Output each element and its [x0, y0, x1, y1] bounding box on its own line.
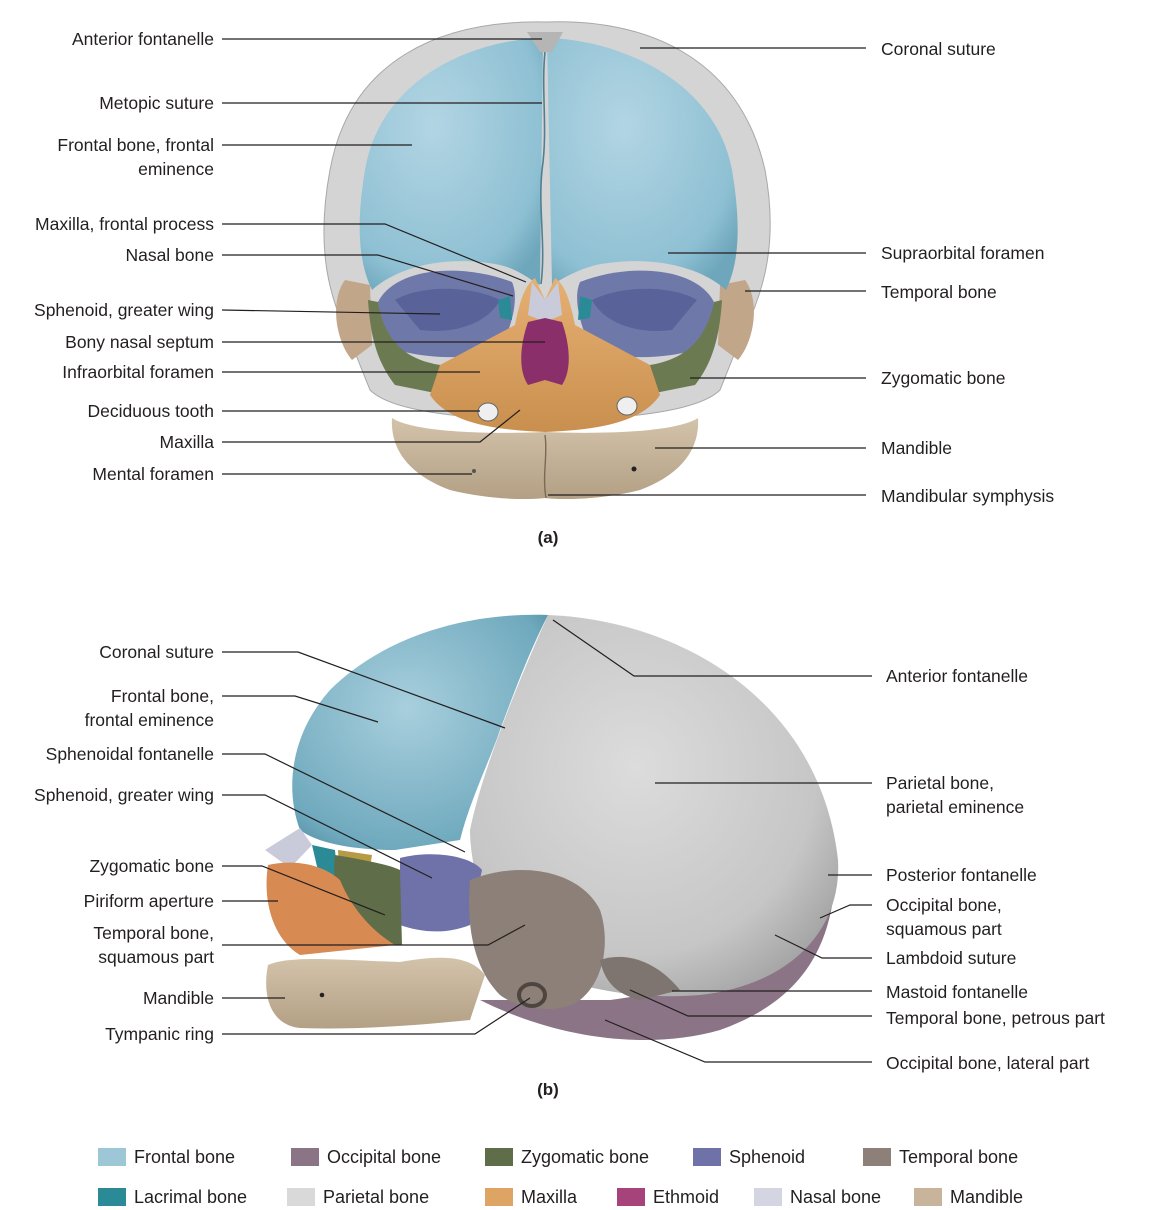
legend-item: Mandible: [914, 1185, 1023, 1209]
legend-label: Zygomatic bone: [521, 1147, 649, 1168]
label-bony-nasal-septum: Bony nasal septum: [65, 332, 214, 352]
label-coronal-suture: Coronal suture: [881, 39, 996, 59]
label-mandible: Mandible: [143, 988, 214, 1008]
label-maxilla-frontal-process: Maxilla, frontal process: [35, 214, 214, 234]
legend-label: Parietal bone: [323, 1187, 429, 1208]
label-sphenoid-greater-wing: Sphenoid, greater wing: [34, 300, 214, 320]
label-piriform-aperture: Piriform aperture: [84, 891, 214, 911]
legend-label: Maxilla: [521, 1187, 577, 1208]
label-zygomatic-bone: Zygomatic bone: [881, 368, 1006, 388]
label-frontal-bone-frontal-eminence: Frontal bone,frontal eminence: [85, 686, 214, 730]
legend-item: Temporal bone: [863, 1145, 1018, 1169]
skull-anterior-view: [324, 22, 770, 499]
label-deciduous-tooth: Deciduous tooth: [88, 401, 214, 421]
label-temporal-bone-petrous-part: Temporal bone, petrous part: [886, 1008, 1105, 1028]
label-mental-foramen: Mental foramen: [92, 464, 214, 484]
panel-b-caption: (b): [537, 1080, 559, 1099]
legend-swatch: [914, 1188, 942, 1206]
legend-item: Sphenoid: [693, 1145, 805, 1169]
legend-label: Lacrimal bone: [134, 1187, 247, 1208]
temporal-bone-shape-lateral: [469, 870, 605, 1009]
label-anterior-fontanelle: Anterior fontanelle: [886, 666, 1028, 686]
skull-lateral-view: [265, 615, 838, 1040]
legend-item: Zygomatic bone: [485, 1145, 649, 1169]
legend-item: Ethmoid: [617, 1185, 719, 1209]
label-nasal-bone: Nasal bone: [125, 245, 214, 265]
legend-label: Sphenoid: [729, 1147, 805, 1168]
legend-swatch: [291, 1148, 319, 1166]
label-supraorbital-foramen: Supraorbital foramen: [881, 243, 1044, 263]
label-mandible: Mandible: [881, 438, 952, 458]
legend-swatch: [693, 1148, 721, 1166]
temporal-bone-shape-left: [336, 280, 372, 360]
legend-label: Temporal bone: [899, 1147, 1018, 1168]
label-tympanic-ring: Tympanic ring: [105, 1024, 214, 1044]
legend-item: Occipital bone: [291, 1145, 441, 1169]
legend-swatch: [287, 1188, 315, 1206]
label-maxilla: Maxilla: [160, 432, 215, 452]
legend-swatch: [98, 1188, 126, 1206]
legend-swatch: [617, 1188, 645, 1206]
label-metopic-suture: Metopic suture: [99, 93, 214, 113]
legend-item: Parietal bone: [287, 1185, 429, 1209]
label-zygomatic-bone: Zygomatic bone: [89, 856, 214, 876]
legend-label: Mandible: [950, 1187, 1023, 1208]
label-posterior-fontanelle: Posterior fontanelle: [886, 865, 1037, 885]
mandible-shape-lateral: [266, 958, 485, 1029]
color-legend: Frontal bone Occipital bone Zygomatic bone…: [0, 1140, 1149, 1210]
label-sphenoid-greater-wing: Sphenoid, greater wing: [34, 785, 214, 805]
label-lambdoid-suture: Lambdoid suture: [886, 948, 1016, 968]
label-anterior-fontanelle: Anterior fontanelle: [72, 29, 214, 49]
temporal-bone-shape-right: [718, 280, 754, 360]
legend-item: Maxilla: [485, 1185, 577, 1209]
legend-swatch: [863, 1148, 891, 1166]
label-infraorbital-foramen: Infraorbital foramen: [62, 362, 214, 382]
legend-label: Occipital bone: [327, 1147, 441, 1168]
legend-label: Frontal bone: [134, 1147, 235, 1168]
legend-item: Nasal bone: [754, 1185, 881, 1209]
label-mandibular-symphysis: Mandibular symphysis: [881, 486, 1054, 506]
label-coronal-suture: Coronal suture: [99, 642, 214, 662]
label-mastoid-fontanelle: Mastoid fontanelle: [886, 982, 1028, 1002]
panel-a-caption: (a): [538, 528, 559, 547]
ethmoid-shape: [521, 318, 569, 385]
label-temporal-bone-squamous-part: Temporal bone,squamous part: [93, 923, 214, 967]
legend-item: Frontal bone: [98, 1145, 235, 1169]
label-occipital-bone-lateral-part: Occipital bone, lateral part: [886, 1053, 1089, 1073]
label-temporal-bone: Temporal bone: [881, 282, 997, 302]
legend-swatch: [485, 1188, 513, 1206]
legend-item: Lacrimal bone: [98, 1185, 247, 1209]
label-parietal-bone-parietal-eminence: Parietal bone,parietal eminence: [886, 773, 1024, 817]
legend-swatch: [98, 1148, 126, 1166]
label-sphenoidal-fontanelle: Sphenoidal fontanelle: [46, 744, 214, 764]
legend-label: Ethmoid: [653, 1187, 719, 1208]
legend-swatch: [485, 1148, 513, 1166]
legend-swatch: [754, 1188, 782, 1206]
label-occipital-bone-squamous-part: Occipital bone,squamous part: [886, 895, 1002, 939]
legend-label: Nasal bone: [790, 1187, 881, 1208]
